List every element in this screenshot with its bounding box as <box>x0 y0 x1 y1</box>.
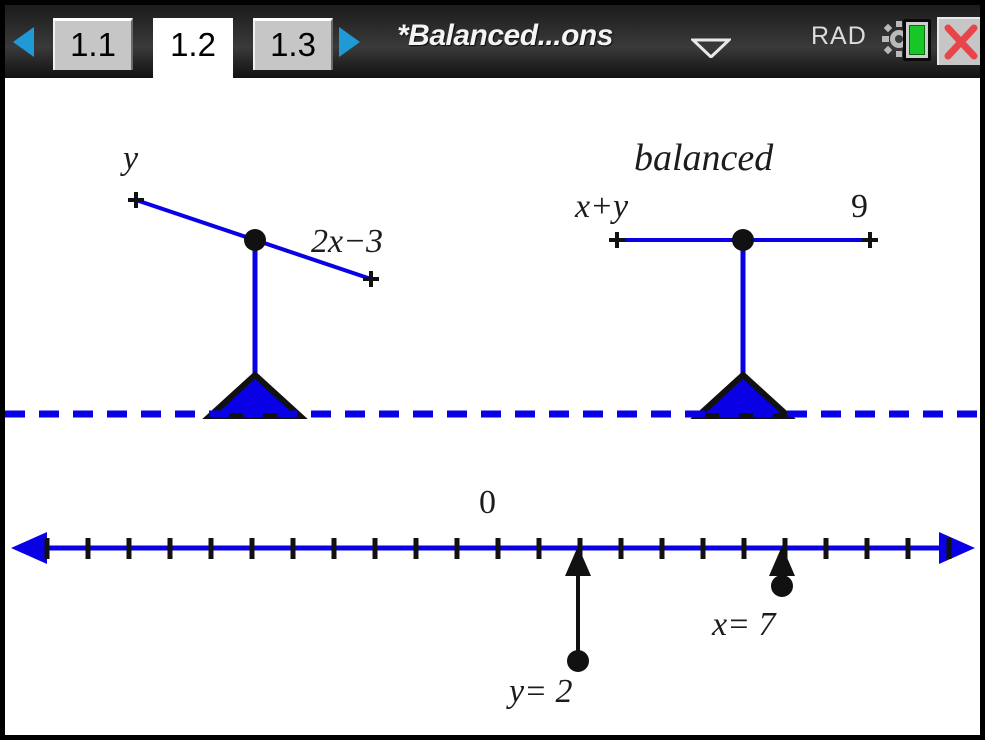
arrow-right-icon <box>939 532 975 564</box>
balance-scale-left[interactable] <box>128 192 379 419</box>
document-title: *Balanced...ons <box>397 19 613 52</box>
scale-left-label-expression[interactable]: 2x−3 <box>311 223 384 260</box>
tab-1-2[interactable]: 1.2 <box>153 18 233 78</box>
slider-x-label: x= 7 <box>712 606 776 643</box>
arrow-left-icon <box>11 532 47 564</box>
scale-right-label-value[interactable]: 9 <box>851 188 868 225</box>
close-x-icon[interactable] <box>937 17 980 65</box>
scale-right-pivot[interactable] <box>732 229 754 251</box>
slider-x[interactable] <box>769 546 795 597</box>
top-status-bar: 1.1 1.2 1.3 *Balanced...ons RAD <box>5 5 980 78</box>
number-line[interactable] <box>11 532 975 672</box>
scale-right-pan-marker-right <box>862 232 878 248</box>
chevron-down-icon[interactable] <box>691 38 731 58</box>
scale-left-pan-marker-right <box>363 271 379 287</box>
scale-left-pivot[interactable] <box>244 229 266 251</box>
scale-right-label-expression[interactable]: x+y <box>575 188 629 225</box>
number-line-ticks <box>44 538 952 559</box>
scale-left-pan-marker-left <box>128 192 144 208</box>
graph-work-area[interactable]: y 2x−3 balanced x+y 9 0 y= 2 x= 7 <box>5 78 980 735</box>
number-line-origin-label: 0 <box>479 484 496 521</box>
tab-1-3[interactable]: 1.3 <box>253 18 333 70</box>
scale-left-label-y[interactable]: y <box>123 140 139 177</box>
angle-mode-indicator: RAD <box>811 22 867 50</box>
battery-full-icon <box>903 19 931 61</box>
scale-right-state-label: balanced <box>634 137 774 179</box>
slider-y-handle[interactable] <box>567 650 589 672</box>
triangle-right-icon[interactable] <box>339 27 360 57</box>
scale-left-fulcrum <box>202 370 308 419</box>
slider-y[interactable] <box>565 546 591 672</box>
balance-scale-right[interactable] <box>609 229 878 419</box>
slider-x-handle[interactable] <box>771 575 793 597</box>
triangle-left-icon[interactable] <box>13 27 34 57</box>
tab-1-1[interactable]: 1.1 <box>53 18 133 70</box>
battery-fill <box>909 25 925 55</box>
slider-y-label: y= 2 <box>509 673 573 710</box>
scale-right-pan-marker-left <box>609 232 625 248</box>
scale-right-fulcrum <box>690 370 796 419</box>
